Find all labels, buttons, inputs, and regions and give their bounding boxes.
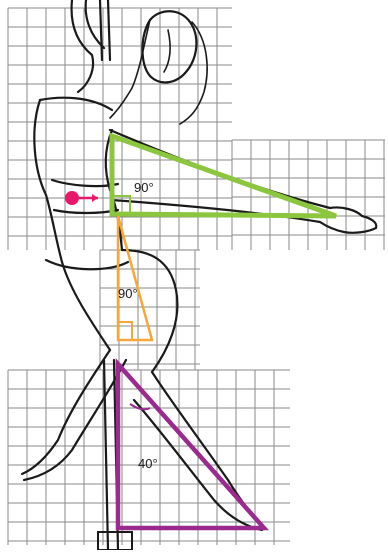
dancer-figure	[22, 0, 376, 550]
arrow-right-icon	[92, 194, 98, 202]
shoulders	[40, 98, 112, 110]
left-leg	[22, 350, 110, 474]
front-thigh	[122, 250, 177, 372]
arm-triangle: 90°	[112, 136, 336, 216]
thigh-angle-label: 90°	[118, 286, 138, 301]
arm-angle-label: 90°	[134, 180, 154, 195]
extended-arm-top	[110, 130, 330, 208]
back-thigh	[62, 262, 110, 350]
waist-line-lower	[54, 210, 118, 213]
leg-angle-label: 40°	[138, 456, 158, 471]
hip-line	[46, 260, 128, 269]
weight-marker	[65, 191, 98, 205]
grid-paper	[8, 8, 385, 545]
face-line	[164, 30, 170, 72]
pole-line-right	[108, 0, 110, 60]
thigh-triangle: 90°	[118, 216, 152, 340]
weight-dot-icon	[65, 191, 79, 205]
thigh-right-angle-mark	[118, 322, 132, 340]
arm-triangle-shape	[112, 136, 336, 216]
pole-line-left	[100, 0, 102, 60]
